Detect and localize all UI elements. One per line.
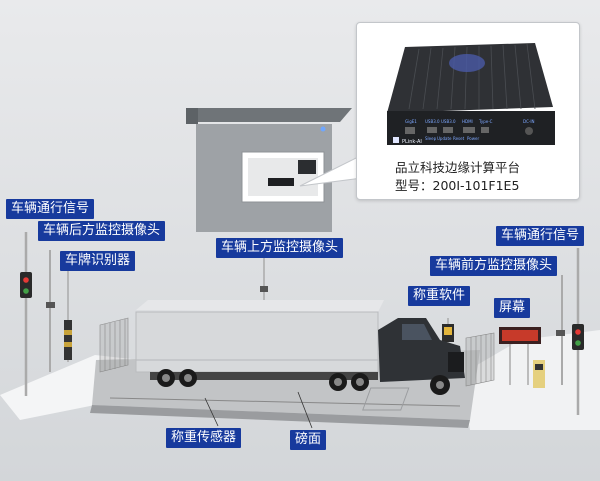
rear-camera-pole [46,250,55,372]
device-caption: 品立科技边缘计算平台 [395,157,520,176]
right-fence [466,333,494,386]
device-model: 型号：200I-101F1E5 [395,175,519,194]
left-signal-pole [20,232,32,396]
port-label: USB3.0 [441,119,456,124]
label-software: 称重软件 [408,286,470,306]
dc-label: DC-IN [523,119,535,124]
label-signal-left: 车辆通行信号 [6,199,94,219]
button-label: Sleep [425,136,437,141]
port-label: HDMI [462,119,473,124]
port-label: GigE1 [405,119,417,124]
label-top-camera: 车辆上方监控摄像头 [216,238,343,258]
label-screen: 屏幕 [494,298,530,318]
label-platform: 磅面 [290,430,326,450]
port-label: Type-C [478,119,493,124]
label-sensor: 称重传感器 [166,428,241,448]
front-plate-reader [533,360,545,388]
control-booth [186,108,352,232]
label-plate-reader: 车牌识别器 [60,251,135,271]
label-rear-camera: 车辆后方监控摄像头 [38,221,165,241]
label-signal-right: 车辆通行信号 [496,226,584,246]
top-camera-pole [260,258,268,300]
left-fence [100,318,128,372]
brand-logo: PLink-AI [402,139,422,145]
port-label: USB3.0 [425,119,440,124]
plate-reader-pole [64,270,72,362]
label-front-camera: 车辆前方监控摄像头 [430,256,557,276]
device-callout: GigE1 USB3.0 USB3.0 HDMI Type-C Sleep Up… [356,22,580,200]
button-label: Update [437,136,452,141]
button-label: Power [467,136,479,141]
button-label: Reset [453,136,465,141]
